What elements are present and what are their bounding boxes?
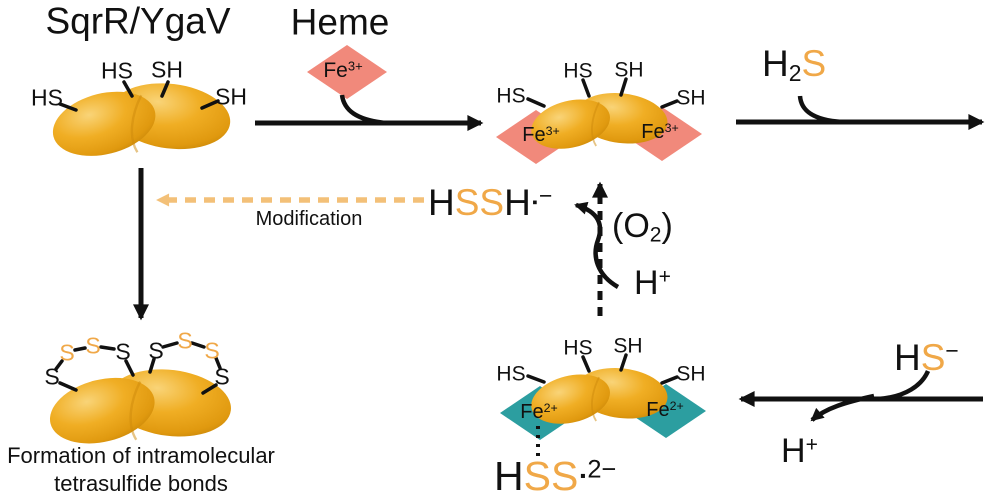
o2-close: ) bbox=[661, 207, 673, 245]
tetrasulfide-bonds bbox=[54, 341, 222, 395]
s-symbol: S bbox=[801, 43, 827, 84]
thiol-label: HS bbox=[101, 57, 133, 84]
sulfur-label: S bbox=[204, 337, 220, 364]
protein-blob-tetrasulfide bbox=[41, 361, 237, 455]
tetrasulfide-caption: Formation of intramolecular tetrasulfide… bbox=[7, 442, 275, 497]
ss-symbol: SS bbox=[523, 453, 579, 499]
fe-symbol: Fe bbox=[520, 401, 544, 424]
thiol-bonds-apo bbox=[58, 80, 220, 112]
s-symbol: S bbox=[920, 337, 946, 378]
fe2-label-left: Fe2+ bbox=[520, 402, 557, 422]
h-symbol: H bbox=[894, 337, 921, 378]
sulfur-label: S bbox=[59, 339, 75, 366]
thiol-label: SH bbox=[613, 334, 643, 358]
fe3-charge: 3+ bbox=[664, 120, 679, 135]
hssh-radical-label: HSSH▪− bbox=[428, 184, 552, 221]
h-symbol: H bbox=[504, 182, 531, 223]
hss-persulfide-label: HSS▪2− bbox=[494, 456, 616, 497]
h2s-entry-curve bbox=[797, 95, 843, 125]
sulfur-label: S bbox=[177, 327, 193, 354]
charge-plus: + bbox=[658, 265, 671, 289]
thiol-bonds-fe2 bbox=[526, 353, 679, 385]
radical-dot: ▪ bbox=[532, 194, 538, 211]
thiol-label: HS bbox=[563, 59, 593, 83]
fe3-label-heme: Fe3+ bbox=[323, 59, 362, 81]
hs-minus-label: HS− bbox=[894, 339, 959, 376]
sulfur-label: S bbox=[148, 337, 164, 364]
h-plus-release-curve bbox=[810, 393, 875, 422]
caption-line-2: tetrasulfide bonds bbox=[54, 470, 228, 496]
o2-label: (O2) bbox=[612, 209, 673, 246]
thiol-label: HS bbox=[496, 84, 526, 108]
hssh-release-curve bbox=[574, 201, 620, 289]
hs-entry-curve bbox=[877, 369, 931, 402]
h-symbol: H bbox=[762, 43, 789, 84]
sulfur-label: S bbox=[214, 363, 230, 390]
heme-fe3-diamond bbox=[307, 45, 387, 99]
fe3-charge: 3+ bbox=[347, 58, 363, 74]
h-plus-label-bottom: H+ bbox=[781, 434, 818, 468]
caption-line-1: Formation of intramolecular bbox=[7, 443, 275, 468]
heme-entry-curve bbox=[339, 94, 387, 126]
protein-title: SqrR/YgaV bbox=[45, 0, 231, 42]
thiol-bonds-heme-bound bbox=[526, 77, 679, 109]
h2s-label: H2S bbox=[762, 45, 826, 85]
fe-symbol: Fe bbox=[641, 121, 665, 144]
fe-symbol: Fe bbox=[646, 399, 670, 422]
protein-blob-apo bbox=[44, 75, 236, 168]
charge-two-minus: 2− bbox=[587, 455, 617, 484]
fe2-charge: 2+ bbox=[669, 398, 684, 413]
fe3-label-left: Fe3+ bbox=[522, 125, 559, 145]
h2s-subscript: 2 bbox=[788, 60, 802, 87]
fe3-label-right: Fe3+ bbox=[641, 122, 678, 142]
o2-open: (O bbox=[612, 207, 650, 245]
heme-label: Heme bbox=[290, 1, 390, 43]
sulfur-label: S bbox=[115, 338, 131, 365]
charge-plus: + bbox=[805, 433, 818, 457]
charge-minus: − bbox=[945, 337, 959, 364]
fe-symbol: Fe bbox=[522, 124, 546, 147]
modification-label: Modification bbox=[255, 208, 363, 230]
thiol-label: HS bbox=[563, 336, 593, 360]
thiol-label: SH bbox=[676, 362, 706, 386]
h-symbol: H bbox=[428, 182, 455, 223]
charge-minus: − bbox=[539, 182, 553, 209]
fe3-charge: 3+ bbox=[545, 123, 560, 138]
thiol-label: SH bbox=[151, 56, 183, 83]
fe-symbol: Fe bbox=[323, 58, 348, 82]
radical-dot: ▪ bbox=[579, 466, 586, 485]
fe2-charge: 2+ bbox=[543, 400, 558, 415]
o2-subscript: 2 bbox=[649, 223, 662, 247]
thiol-label: HS bbox=[496, 362, 526, 386]
thiol-label: SH bbox=[215, 83, 247, 110]
h-plus-label-mid: H+ bbox=[634, 266, 671, 300]
h-symbol: H bbox=[494, 453, 524, 499]
ss-symbol: SS bbox=[454, 182, 505, 223]
thiol-label: SH bbox=[676, 86, 706, 110]
h-symbol: H bbox=[634, 264, 659, 302]
h-symbol: H bbox=[781, 432, 806, 470]
thiol-label: HS bbox=[31, 84, 63, 111]
sulfur-label: S bbox=[85, 332, 101, 359]
fe2-label-right: Fe2+ bbox=[646, 400, 683, 420]
sulfur-label: S bbox=[44, 363, 60, 390]
thiol-label: SH bbox=[614, 58, 644, 82]
